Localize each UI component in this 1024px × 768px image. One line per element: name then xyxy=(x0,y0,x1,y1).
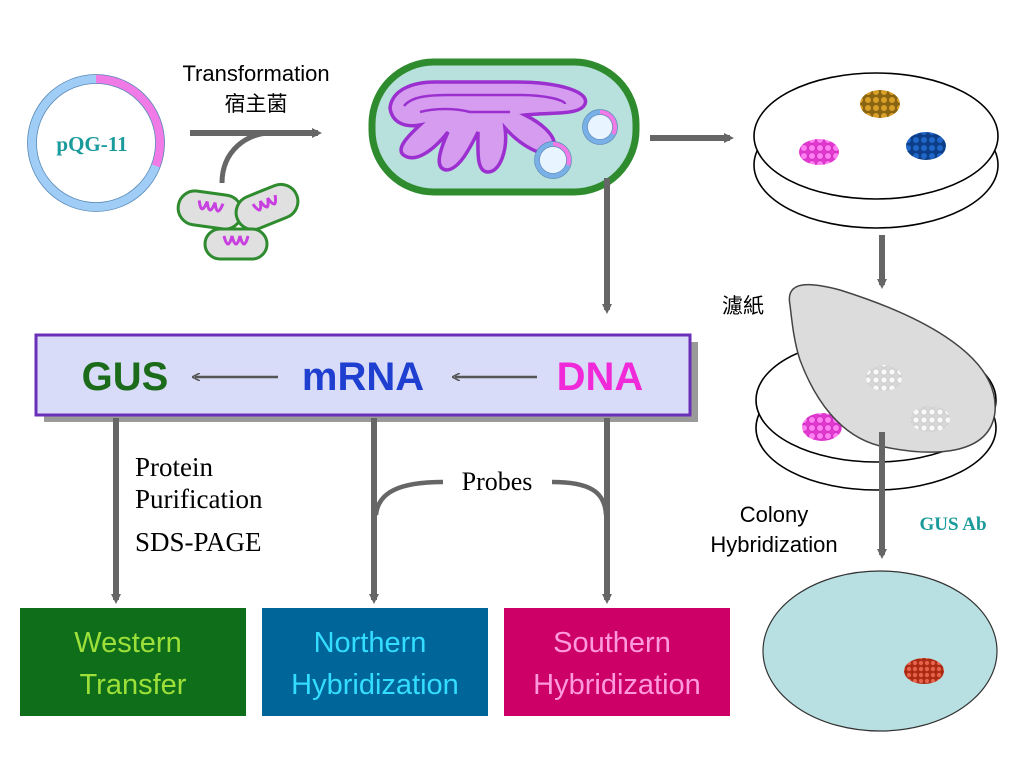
sds-page-label: SDS-PAGE xyxy=(135,527,262,557)
central-dogma-bar: GUS mRNA DNA xyxy=(34,333,698,422)
western-label-1: Western xyxy=(74,627,181,659)
transformed-cell xyxy=(368,58,640,196)
northern-label-1: Northern xyxy=(314,627,427,659)
southern-label-1: Southern xyxy=(553,627,671,659)
western-transfer-box: Western Transfer xyxy=(20,608,246,716)
blue-colony xyxy=(906,132,946,160)
northern-hybridization-box: Northern Hybridization xyxy=(262,608,488,716)
dna-label: DNA xyxy=(557,355,644,399)
hybridization-label: Hybridization xyxy=(710,532,837,557)
plasmid-label: pQG-11 xyxy=(56,132,127,156)
intracellular-plasmid-1 xyxy=(582,109,618,145)
gold-colony xyxy=(860,90,900,118)
result-membrane xyxy=(762,570,998,732)
filter-lift-dish xyxy=(755,283,997,491)
petri-dish-colonies xyxy=(753,72,999,229)
mitochondria-icon xyxy=(388,80,588,174)
purification-label: Purification xyxy=(135,484,263,514)
filter-pink-colony xyxy=(802,413,842,441)
intracellular-plasmid-2 xyxy=(534,141,572,179)
protein-label: Protein xyxy=(135,452,213,482)
mrna-label: mRNA xyxy=(302,355,424,399)
host-bacteria-label: 宿主菌 xyxy=(225,92,288,116)
southern-label-2: Hybridization xyxy=(533,669,701,701)
filter-imprint-2 xyxy=(910,406,950,432)
pink-colony xyxy=(799,139,839,165)
host-merge-curve xyxy=(219,130,271,184)
plasmid-pqg11: pQG-11 xyxy=(27,74,165,212)
positive-colony-signal xyxy=(904,658,944,684)
probe-curve-northern xyxy=(373,479,444,516)
filter-paper-label: 濾紙 xyxy=(722,294,764,318)
northern-label-2: Hybridization xyxy=(291,669,459,701)
gus-antibody-label: GUS Ab xyxy=(919,514,986,535)
gus-label: GUS xyxy=(82,355,169,399)
filter-imprint-1 xyxy=(866,365,902,391)
southern-hybridization-box: Southern Hybridization xyxy=(504,608,730,716)
western-label-2: Transfer xyxy=(80,669,187,701)
transformation-title: Transformation xyxy=(182,61,329,86)
host-bacteria xyxy=(176,182,300,261)
probe-curve-southern xyxy=(551,479,609,516)
colony-label: Colony xyxy=(740,502,808,527)
probes-label: Probes xyxy=(462,467,533,496)
